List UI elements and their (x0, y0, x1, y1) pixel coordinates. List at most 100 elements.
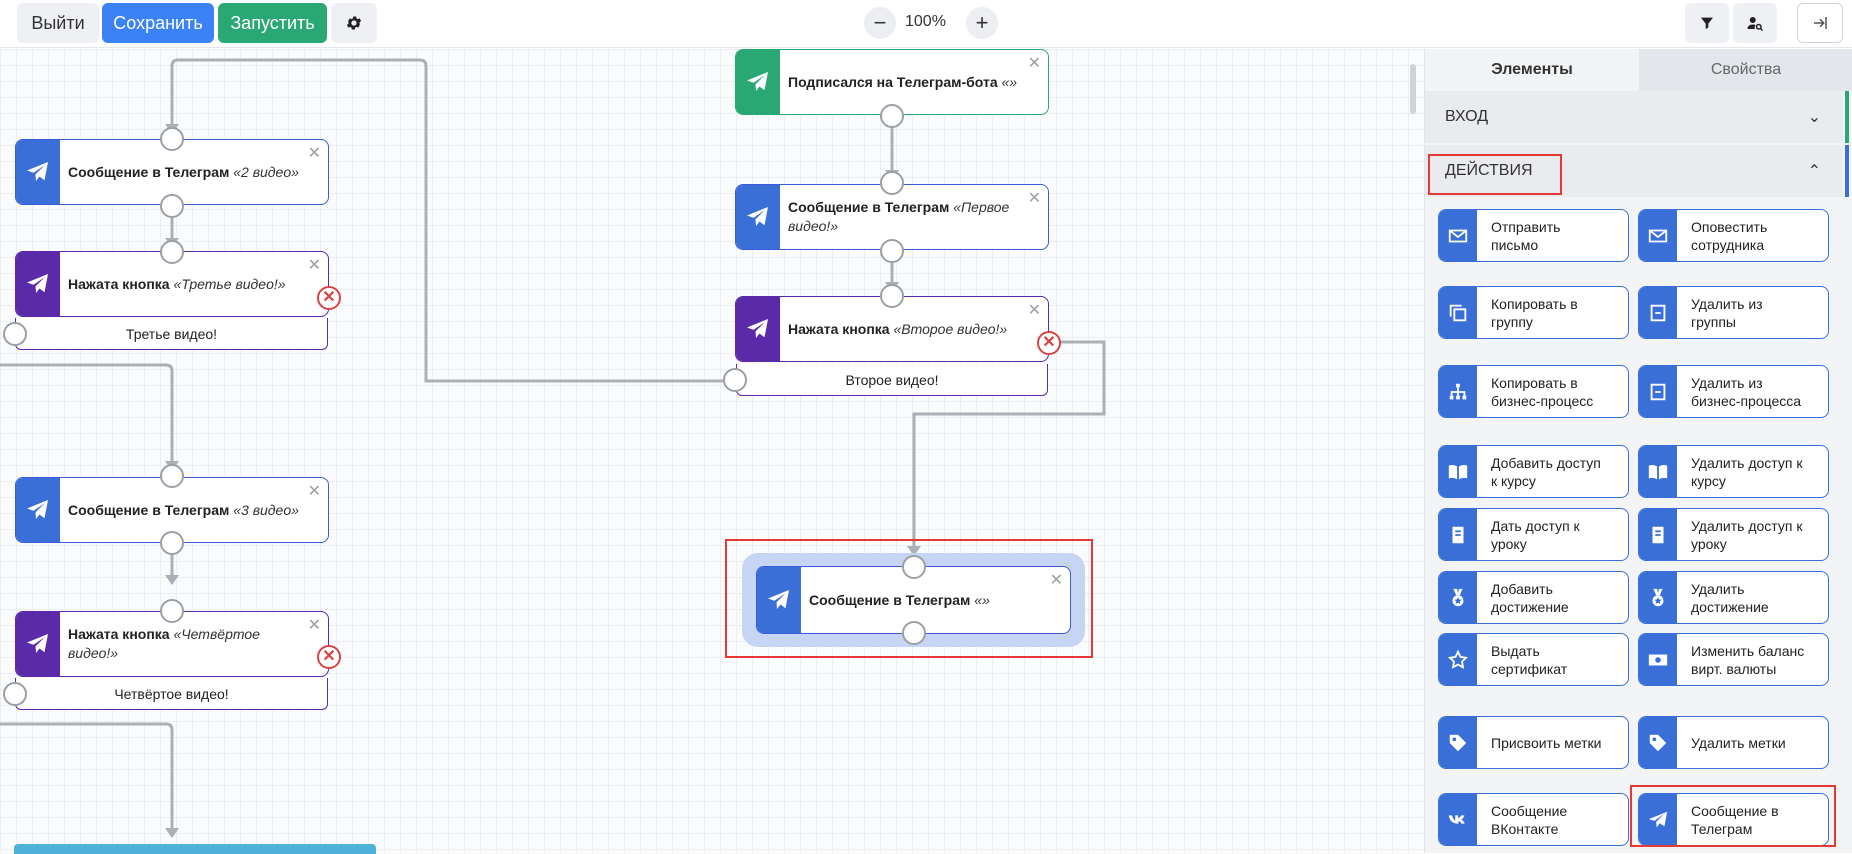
zoom-in-button[interactable]: + (966, 7, 998, 39)
user-search-icon (1747, 17, 1764, 32)
node-label: Сообщение в Телеграм «3 видео» (60, 501, 317, 520)
telegram-icon (27, 274, 48, 293)
zoom-out-button[interactable]: − (864, 7, 896, 39)
action-label-line2: группы (1691, 313, 1736, 330)
telegram-icon (27, 634, 48, 653)
node-close-icon[interactable]: ✕ (307, 483, 321, 500)
tag-icon (1449, 734, 1467, 751)
input-port[interactable] (902, 555, 926, 579)
action-label-line1: Удалить доступ к (1691, 517, 1803, 534)
exit-panel-icon (1814, 17, 1827, 29)
action-icon-wrap (1439, 634, 1477, 685)
node-quote: «» (974, 591, 990, 608)
section-actions[interactable]: ДЕЙСТВИЯ ⌃ (1425, 145, 1849, 197)
settings-button[interactable] (331, 3, 377, 43)
action-label-line1: Удалить доступ к (1691, 454, 1803, 471)
telegram-icon (747, 207, 768, 226)
node-label: Нажата кнопка «Второе видео!» (780, 320, 1025, 339)
node-close-icon[interactable]: ✕ (307, 257, 321, 274)
input-port[interactable] (880, 284, 904, 308)
action-label-line2: письмо (1491, 236, 1539, 253)
button-output-port[interactable] (3, 682, 27, 706)
connection-lines (0, 58, 1106, 838)
action-tile[interactable]: Присвоить метки (1438, 716, 1629, 769)
book-icon (1448, 464, 1468, 479)
save-button[interactable]: Сохранить (102, 3, 214, 43)
output-port[interactable] (160, 194, 184, 218)
node-close-icon[interactable]: ✕ (307, 145, 321, 162)
node-button-option[interactable]: Четвёртое видео! (15, 678, 328, 710)
section-color-bar (1845, 145, 1849, 197)
node-button-option[interactable]: Третье видео! (15, 318, 328, 350)
collapse-panel-button[interactable] (1797, 3, 1843, 43)
action-tile[interactable]: Удалить метки (1638, 716, 1829, 769)
action-label-line2: уроку (1491, 535, 1527, 552)
notebook-icon (1652, 526, 1664, 543)
input-port[interactable] (160, 127, 184, 151)
input-port[interactable] (160, 599, 184, 623)
error-port-icon[interactable]: ✕ (317, 645, 341, 669)
action-label-line2: уроку (1691, 535, 1727, 552)
output-port[interactable] (160, 531, 184, 555)
exit-button[interactable]: Выйти (17, 3, 99, 43)
canvas-scrollbar[interactable] (1410, 64, 1416, 114)
action-icon-wrap (1639, 366, 1677, 417)
action-icon-wrap (1439, 446, 1477, 497)
input-port[interactable] (160, 464, 184, 488)
action-label-line2: сотрудника (1691, 236, 1765, 253)
node-title: Нажата кнопка (788, 320, 890, 337)
telegram-icon (27, 500, 48, 519)
error-port-icon[interactable]: ✕ (1037, 331, 1061, 355)
section-input[interactable]: ВХОД ⌄ (1425, 91, 1849, 143)
output-port[interactable] (902, 621, 926, 645)
workflow-node-button-pressed[interactable]: Нажата кнопка «Четвёртое видео!» ✕ (15, 611, 329, 677)
action-label-line1: Присвоить метки (1491, 734, 1602, 751)
input-port[interactable] (880, 171, 904, 195)
node-title: Сообщение в Телеграм (788, 199, 950, 215)
telegram-icon (1648, 811, 1668, 827)
run-button[interactable]: Запустить (218, 3, 327, 43)
button-output-port[interactable] (3, 322, 27, 346)
node-close-icon[interactable]: ✕ (307, 617, 321, 634)
output-port[interactable] (880, 239, 904, 263)
node-close-icon[interactable]: ✕ (1049, 572, 1063, 589)
tab-properties[interactable]: Свойства (1639, 49, 1852, 91)
bottom-node-edge (14, 844, 376, 854)
filter-button[interactable] (1685, 3, 1729, 43)
action-label-line1: Добавить (1491, 580, 1553, 597)
node-close-icon[interactable]: ✕ (1027, 190, 1041, 207)
node-close-icon[interactable]: ✕ (1027, 302, 1041, 319)
node-button-option[interactable]: Второе видео! (736, 364, 1048, 396)
tab-elements[interactable]: Элементы (1425, 49, 1639, 91)
input-port[interactable] (160, 240, 184, 264)
button-output-port[interactable] (723, 368, 747, 392)
error-port-icon[interactable]: ✕ (317, 286, 341, 310)
telegram-icon (747, 319, 768, 338)
user-search-button[interactable] (1733, 3, 1777, 43)
output-port[interactable] (880, 104, 904, 128)
section-color-bar (1845, 91, 1849, 143)
node-close-icon[interactable]: ✕ (1027, 55, 1041, 72)
elements-panel: Элементы Свойства ВХОД ⌄ ДЕЙСТВИЯ ⌃ Отпр… (1424, 49, 1852, 853)
mail-icon (1648, 229, 1668, 242)
